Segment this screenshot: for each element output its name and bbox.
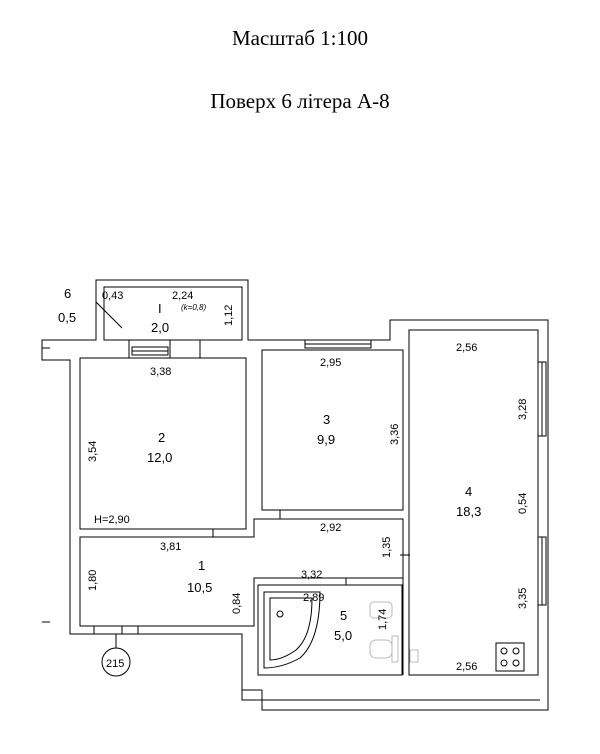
room-2-number: 2 <box>158 430 165 445</box>
room-5-area: 5,0 <box>334 628 352 643</box>
room-1-area: 10,5 <box>187 580 212 595</box>
dim-381: 3,81 <box>160 541 181 553</box>
stove-icon <box>495 642 525 672</box>
room-I-area: 2,0 <box>151 320 169 335</box>
dim-256-bottom: 2,56 <box>456 661 477 673</box>
dim-289: 2,89 <box>303 592 324 604</box>
room-5-outline <box>257 584 403 676</box>
height-note: H=2,90 <box>94 514 130 526</box>
dim-054: 0,54 <box>517 493 529 514</box>
room-I-number: I <box>158 301 162 316</box>
room-3-area: 9,9 <box>317 432 335 447</box>
room-1-number: 1 <box>198 558 205 573</box>
dim-112: 1,12 <box>223 305 235 326</box>
toilet-icon <box>369 601 399 663</box>
bathtub-icon <box>263 591 321 669</box>
room-4-area: 18,3 <box>456 504 481 519</box>
room-4-outline <box>408 329 539 676</box>
dim-336: 3,36 <box>389 424 401 445</box>
room-6-number: 6 <box>64 286 71 301</box>
scale-title: Масштаб 1:100 <box>231 26 368 50</box>
dim-338: 3,38 <box>150 366 171 378</box>
dim-295: 2,95 <box>320 357 341 369</box>
room-I-coefficient: (k=0,8) <box>181 303 206 312</box>
room-5-number: 5 <box>340 608 347 623</box>
floor-title: Поверх 6 літера А-8 <box>210 89 390 113</box>
dim-043: 0,43 <box>102 290 123 302</box>
dim-354: 3,54 <box>87 441 99 462</box>
dim-084: 0,84 <box>231 593 243 614</box>
dim-328: 3,28 <box>517 399 529 420</box>
dim-135: 1,35 <box>381 537 393 558</box>
dim-256-top: 2,56 <box>456 342 477 354</box>
dim-180: 1,80 <box>87 570 99 591</box>
stair-marker-label: 215 <box>106 658 124 670</box>
window-room-1 <box>93 625 139 635</box>
room-4-number: 4 <box>465 484 472 499</box>
dim-292: 2,92 <box>320 522 341 534</box>
room-2-area: 12,0 <box>147 450 172 465</box>
dim-174: 1,74 <box>377 609 389 630</box>
dim-332: 3,32 <box>301 569 322 581</box>
room-2-outline <box>79 357 247 530</box>
outer-wall <box>41 279 549 711</box>
dim-224: 2,24 <box>172 290 193 302</box>
dim-335: 3,35 <box>517 588 529 609</box>
room-3-number: 3 <box>323 412 330 427</box>
room-3-outline <box>261 349 404 511</box>
room-6-area: 0,5 <box>58 310 76 325</box>
loggia-inner <box>103 286 243 341</box>
